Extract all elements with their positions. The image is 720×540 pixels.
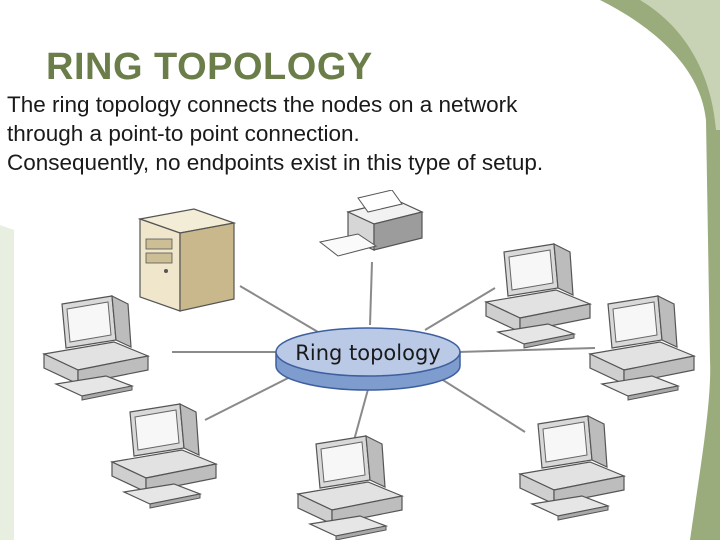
hub-label: Ring topology bbox=[295, 341, 440, 365]
slide-title: RING TOPOLOGY bbox=[46, 46, 373, 88]
ring-hub: Ring topology bbox=[275, 327, 461, 391]
desktop-computer-icon bbox=[111, 403, 217, 509]
body-line-1: The ring topology connects the nodes on … bbox=[7, 92, 518, 117]
desktop-computer-icon bbox=[485, 243, 591, 349]
connector-pc-right-middle bbox=[457, 347, 596, 353]
ring-topology-diagram: Ring topology bbox=[43, 190, 695, 540]
slide-body: The ring topology connects the nodes on … bbox=[7, 90, 717, 177]
desktop-computer-icon bbox=[43, 295, 149, 401]
body-line-3: Consequently, no endpoints exist in this… bbox=[7, 150, 544, 175]
light-green-accent-top bbox=[640, 0, 720, 130]
body-line-2: through a point-to point connection. bbox=[7, 121, 360, 146]
connector-pc-right-lower bbox=[434, 374, 526, 433]
connector-printer bbox=[369, 261, 373, 326]
light-green-accent bbox=[0, 225, 14, 540]
desktop-computer-icon bbox=[297, 435, 403, 540]
connector-lines bbox=[172, 261, 596, 456]
printer-icon bbox=[319, 190, 423, 257]
desktop-computer-icon bbox=[589, 295, 695, 401]
desktop-computer-icon bbox=[519, 415, 625, 521]
connector-pc-left-lower bbox=[204, 371, 301, 421]
server-tower-icon bbox=[139, 208, 235, 312]
connector-pc-right-upper bbox=[424, 287, 496, 331]
connector-server bbox=[239, 285, 319, 333]
